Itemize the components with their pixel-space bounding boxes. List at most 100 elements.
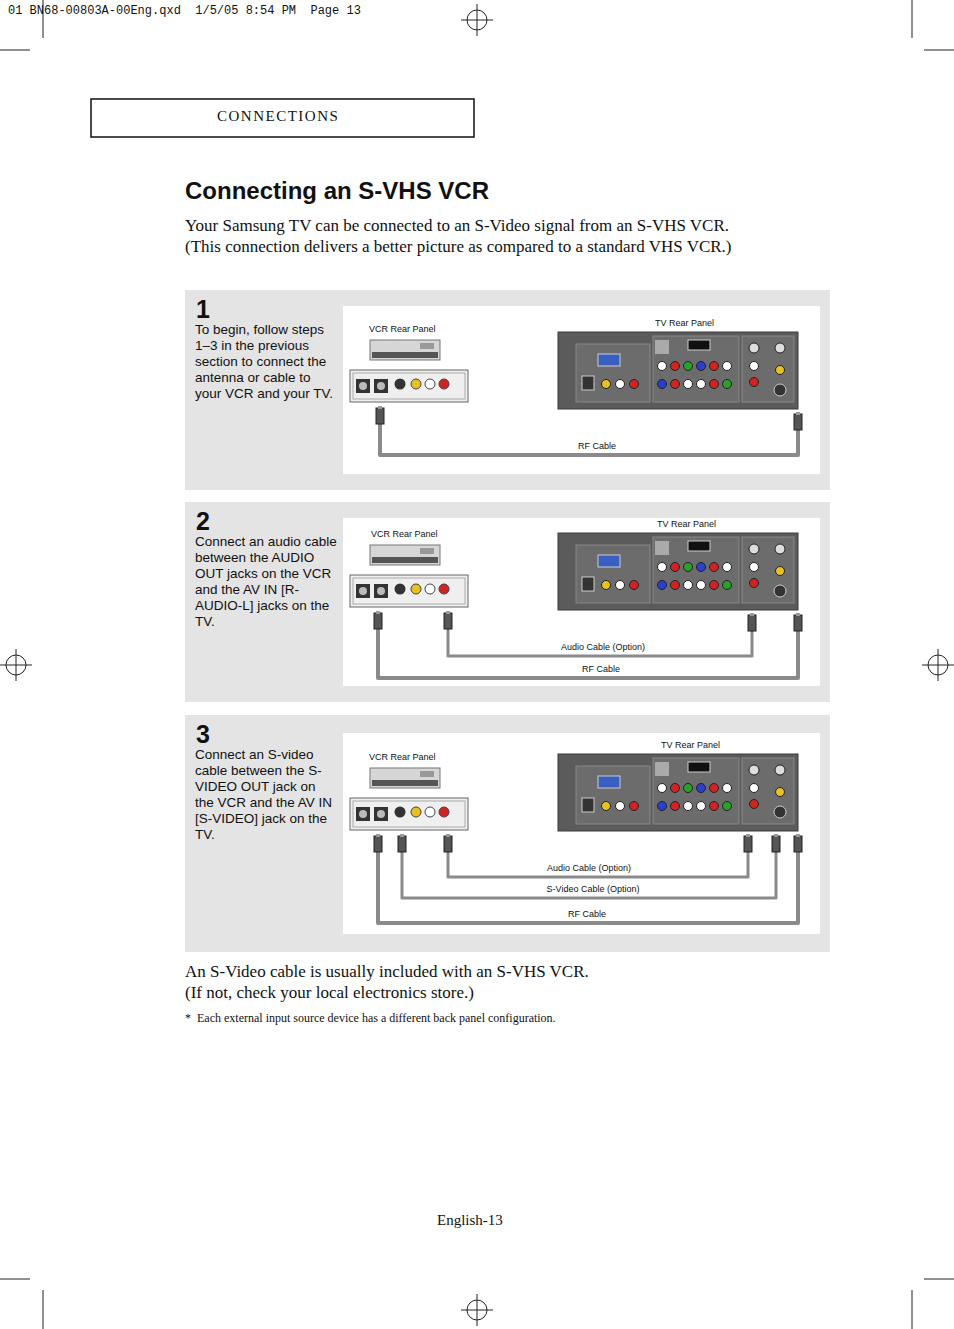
page-title: Connecting an S-VHS VCR xyxy=(185,177,489,205)
s-video-jack xyxy=(774,585,786,597)
rca-jack xyxy=(671,380,680,389)
cable-plug xyxy=(774,834,778,837)
cable xyxy=(378,611,798,678)
rca-jack xyxy=(723,802,732,811)
panel-label: VCR Rear Panel xyxy=(368,324,437,334)
cable-label: S-Video Cable (Option) xyxy=(545,884,642,894)
panel-label: TV Rear Panel xyxy=(654,318,715,328)
cable-plug xyxy=(444,613,452,629)
diagram-area xyxy=(343,733,820,934)
cable-plug xyxy=(772,836,780,852)
hdmi-port xyxy=(688,541,710,551)
rf-jack xyxy=(775,544,785,554)
crop-mark xyxy=(924,1279,954,1280)
cable-plug xyxy=(750,613,754,616)
vcr-unit xyxy=(420,343,434,349)
tv-rear-panel xyxy=(576,766,650,824)
panel-label: TV Rear Panel xyxy=(660,740,721,750)
footnote: * Each external input source device has … xyxy=(185,1011,556,1026)
cable-label: Audio Cable (Option) xyxy=(545,863,633,873)
cable-plug xyxy=(376,611,380,614)
rca-jack xyxy=(750,579,759,588)
rca-jack xyxy=(750,784,759,793)
cable-plug xyxy=(376,834,380,837)
tv-rear-panel xyxy=(742,537,794,603)
rca-jack xyxy=(723,563,732,572)
tv-rear-panel xyxy=(558,533,798,610)
s-video-jack xyxy=(395,379,406,390)
rca-jack xyxy=(439,379,449,389)
registration-mark xyxy=(477,4,478,36)
cable-plug xyxy=(796,834,800,837)
hdmi-port xyxy=(688,762,710,772)
cable xyxy=(380,406,798,455)
tv-rear-panel: TV Rear Panel xyxy=(554,738,802,834)
rca-jack xyxy=(425,807,435,817)
vcr-rear-panel xyxy=(353,373,465,399)
rca-jack xyxy=(697,563,706,572)
rca-jack xyxy=(671,362,680,371)
intro-text: (This connection delivers a better pictu… xyxy=(185,237,732,257)
rca-jack xyxy=(697,802,706,811)
rf-jack xyxy=(377,382,385,390)
tv-rear-panel: TV Rear Panel xyxy=(554,316,802,412)
rca-jack xyxy=(684,784,693,793)
rca-jack xyxy=(723,362,732,371)
rf-jack xyxy=(377,810,385,818)
tv-port xyxy=(582,577,594,591)
hdmi-port xyxy=(688,340,710,350)
tv-rear-panel: TV Rear Panel xyxy=(554,517,802,613)
vcr-rear-panel xyxy=(353,578,465,604)
rca-jack xyxy=(776,788,785,797)
rf-jack xyxy=(356,584,370,598)
tv-rear-panel xyxy=(653,336,739,402)
vcr-unit xyxy=(370,768,440,788)
rca-jack xyxy=(697,380,706,389)
step-panel: 1To begin, follow steps 1–3 in the previ… xyxy=(185,290,830,490)
rca-jack xyxy=(439,584,449,594)
rca-jack xyxy=(723,581,732,590)
rf-jack xyxy=(359,587,367,595)
rca-jack xyxy=(710,362,719,371)
cable xyxy=(378,834,798,923)
vcr-rear-panel xyxy=(353,801,465,827)
step-panel-ground xyxy=(185,502,830,702)
crop-mark xyxy=(43,1290,44,1329)
vga-port xyxy=(598,354,620,366)
tv-rear-panel xyxy=(558,754,798,831)
rf-jack xyxy=(359,810,367,818)
rca-jack xyxy=(776,366,785,375)
vcr-rear-panel: VCR Rear Panel xyxy=(348,750,472,834)
cable-plug xyxy=(746,834,750,837)
rca-jack xyxy=(750,800,759,809)
s-video-jack xyxy=(395,584,406,595)
tv-port xyxy=(655,541,669,555)
rca-jack xyxy=(658,380,667,389)
rca-jack xyxy=(630,802,639,811)
step-number: 3 xyxy=(196,720,210,749)
step-panel: 2Connect an audio cable between the AUDI… xyxy=(185,502,830,702)
rca-jack xyxy=(616,380,625,389)
rca-jack xyxy=(658,362,667,371)
step-number: 1 xyxy=(196,295,210,324)
vcr-unit xyxy=(372,780,438,786)
rca-jack xyxy=(425,584,435,594)
registration-mark xyxy=(16,649,17,681)
cable-label: RF Cable xyxy=(566,909,608,919)
rca-jack xyxy=(723,380,732,389)
tv-port xyxy=(655,762,669,776)
registration-mark xyxy=(477,1294,478,1326)
cable-plug xyxy=(376,408,384,424)
rca-jack xyxy=(616,802,625,811)
s-video-jack xyxy=(395,807,406,818)
cable xyxy=(448,834,748,877)
page-number: English-13 xyxy=(437,1212,503,1229)
cable-plug xyxy=(796,613,800,616)
panel-label: VCR Rear Panel xyxy=(370,529,439,539)
cable-plug xyxy=(794,615,802,631)
rca-jack xyxy=(697,362,706,371)
tv-port xyxy=(582,798,594,812)
cable xyxy=(402,834,776,898)
panel-label: VCR Rear Panel xyxy=(368,752,437,762)
tv-rear-panel xyxy=(653,758,739,824)
